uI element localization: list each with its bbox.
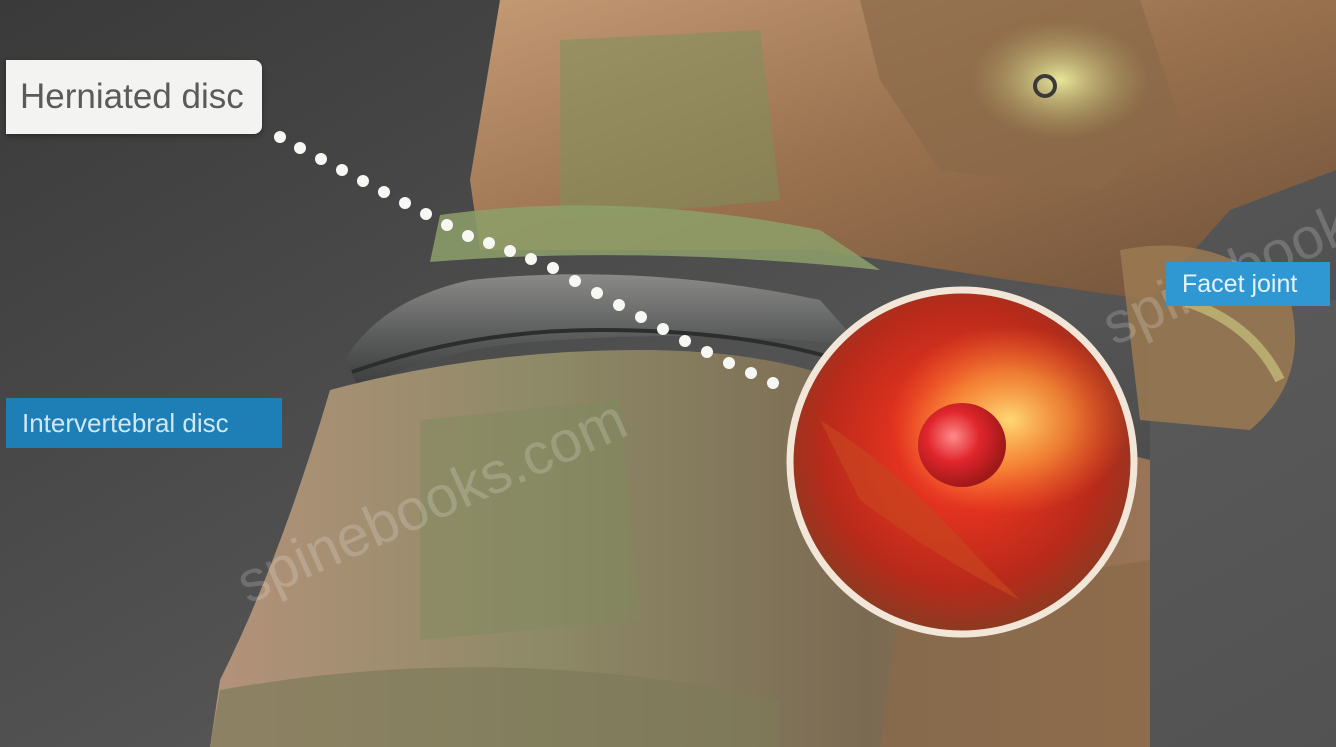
herniated-disc-label: Herniated disc bbox=[6, 60, 262, 134]
facet-joint-label: Facet joint bbox=[1166, 262, 1330, 306]
intervertebral-disc-label: Intervertebral disc bbox=[6, 398, 282, 448]
herniation-bulge bbox=[918, 403, 1006, 487]
